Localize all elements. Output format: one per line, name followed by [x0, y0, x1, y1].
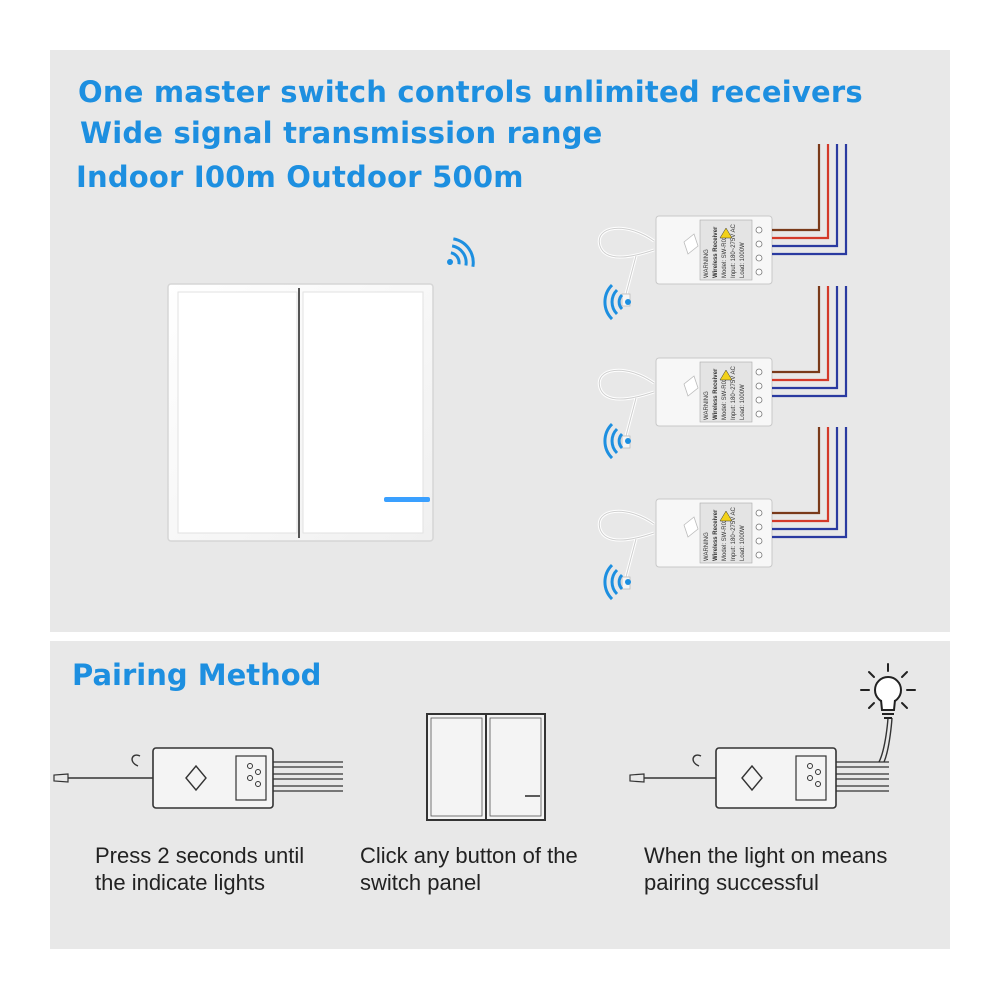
light-bulb-icon: [860, 663, 916, 719]
step-text-line: Click any button of the: [360, 843, 578, 868]
wireless-receiver-icon: [597, 142, 848, 308]
pairing-receiver-diagram: [53, 747, 344, 809]
switch-panel-outline-icon: [426, 713, 546, 821]
headline-range-distances: Indoor I00m Outdoor 500m: [76, 160, 524, 194]
wireless-receiver-icon: [597, 425, 848, 591]
step-text-line: When the light on means: [644, 843, 888, 868]
wireless-receiver-icon: [597, 284, 848, 450]
signal-waves-icon: [436, 233, 481, 280]
headline-signal-range: Wide signal transmission range: [80, 116, 603, 150]
indicator-light: [384, 497, 430, 502]
pairing-step-2: Click any button of the switch panel: [360, 842, 578, 896]
step-text-line: switch panel: [360, 870, 482, 895]
step-text-line: the indicate lights: [95, 870, 265, 895]
pairing-receiver-diagram: [629, 717, 893, 809]
pairing-step-1: Press 2 seconds until the indicate light…: [95, 842, 304, 896]
pairing-step-3: When the light on means pairing successf…: [644, 842, 887, 896]
headline-unlimited-receivers: One master switch controls unlimited rec…: [78, 75, 863, 109]
wall-switch-icon: [167, 283, 434, 542]
step-text-line: Press 2 seconds until: [95, 843, 305, 868]
pairing-method-title: Pairing Method: [72, 658, 322, 692]
step-text-line: pairing successful: [644, 870, 819, 895]
